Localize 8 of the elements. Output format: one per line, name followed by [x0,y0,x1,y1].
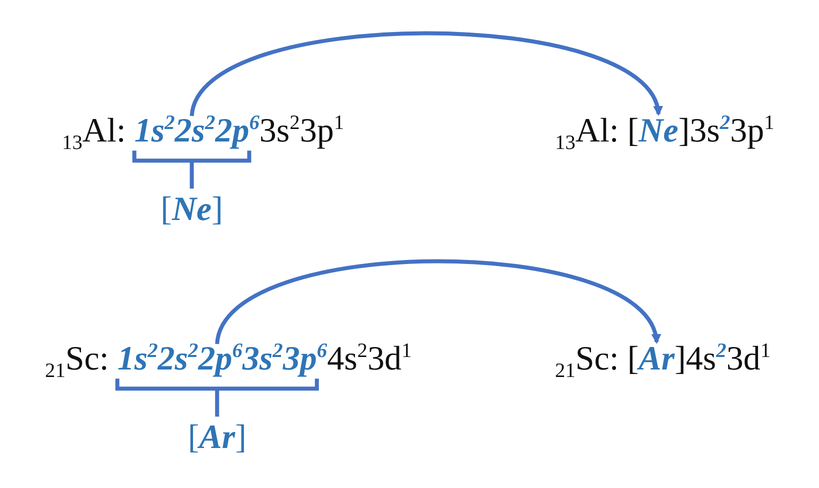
curved-arrow [215,259,658,345]
bracket-label: [Ar] [188,418,246,456]
electron-configuration: $_{21}$Sc: 1s$^{2}$2s$^{2}$2p$^{6}$3s$^{2}$3p$^{6}$4s$^{2}$3d$^{1}$ [45,340,412,383]
curved-arrow [190,31,660,117]
electron-configuration: $_{13}$Al: 1s$^{2}$2s$^{2}$2p$^{6}$3s$^{2}$3p$^{1}$ [62,112,344,155]
bracket-label: [Ne] [160,190,223,228]
electron-configuration: $_{13}$Al: [Ne]3s$^{2}$3p$^{1}$ [555,112,774,155]
electron-configuration: $_{21}$Sc: [Ar]4s$^{2}$3d$^{1}$ [555,340,771,383]
